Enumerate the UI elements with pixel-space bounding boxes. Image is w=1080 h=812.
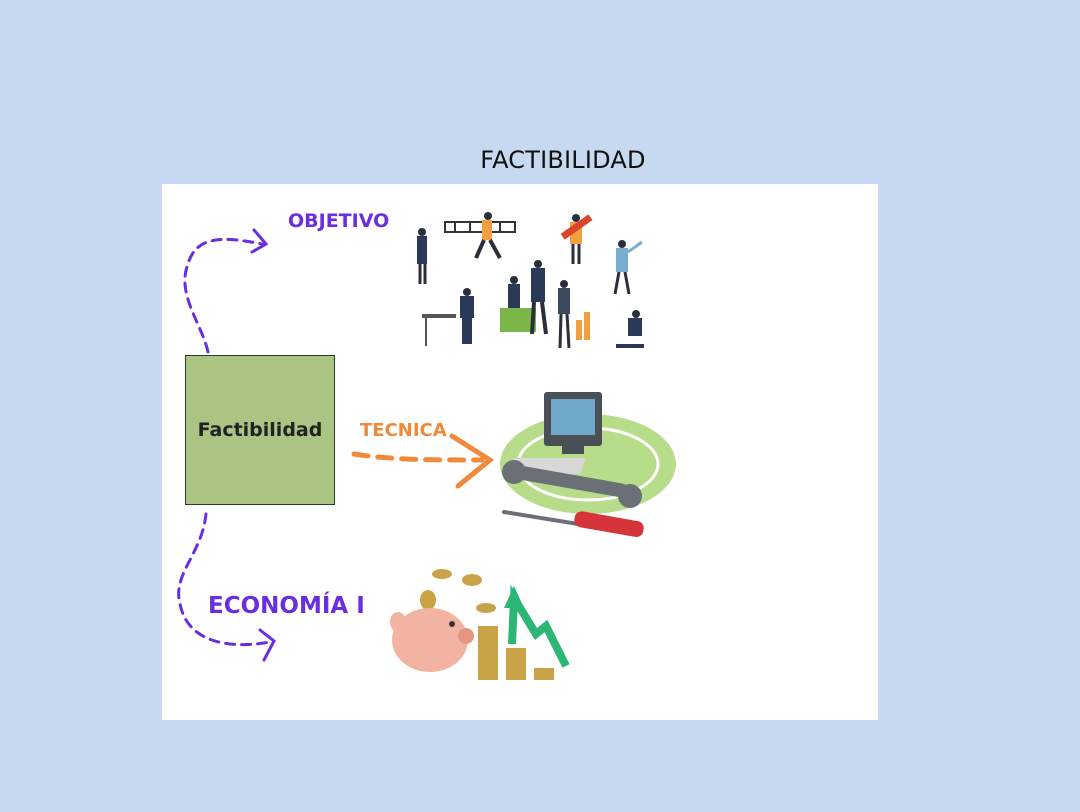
computer-tools-illustration [500, 392, 676, 538]
economia-arrow [177, 512, 276, 662]
diagram-panel: Factibilidad OBJETIVO TECNICA ECONOMÍA I [162, 184, 878, 720]
piggy-bank-coins-illustration [390, 569, 570, 680]
tecnica-label: TECNICA [360, 420, 447, 441]
team-workers-illustration [417, 212, 644, 349]
center-box: Factibilidad [185, 355, 335, 505]
diagram-canvas [177, 212, 676, 680]
tecnica-arrow [351, 433, 495, 489]
economia-label: ECONOMÍA I [208, 593, 365, 619]
objetivo-arrow [183, 228, 269, 354]
page-title: FACTIBILIDAD [480, 146, 646, 174]
objetivo-label: OBJETIVO [288, 210, 390, 232]
